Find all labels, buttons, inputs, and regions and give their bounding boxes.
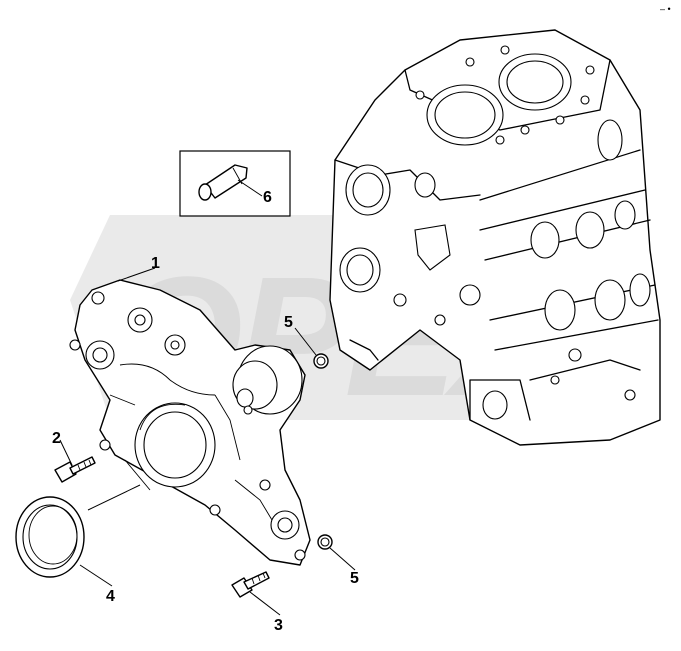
callout-5-upper: 5 (284, 314, 293, 331)
callout-3: 3 (274, 617, 283, 634)
corner-mark: – • (660, 4, 671, 14)
callout-2: 2 (52, 430, 61, 447)
oil-seal (15, 496, 85, 578)
dowel-pin-upper (313, 353, 329, 369)
callout-1: 1 (151, 255, 160, 272)
callout-6: 6 (263, 189, 272, 206)
callout-4: 4 (106, 588, 115, 605)
bolt-2 (54, 456, 96, 483)
leader-lines (59, 179, 356, 616)
callout-5-lower: 5 (350, 570, 359, 587)
bolt-3 (231, 571, 270, 598)
engine-block (329, 29, 661, 446)
sealant-tube-inset (179, 150, 291, 217)
timing-cover (69, 279, 311, 566)
dowel-pin-lower (317, 534, 333, 550)
